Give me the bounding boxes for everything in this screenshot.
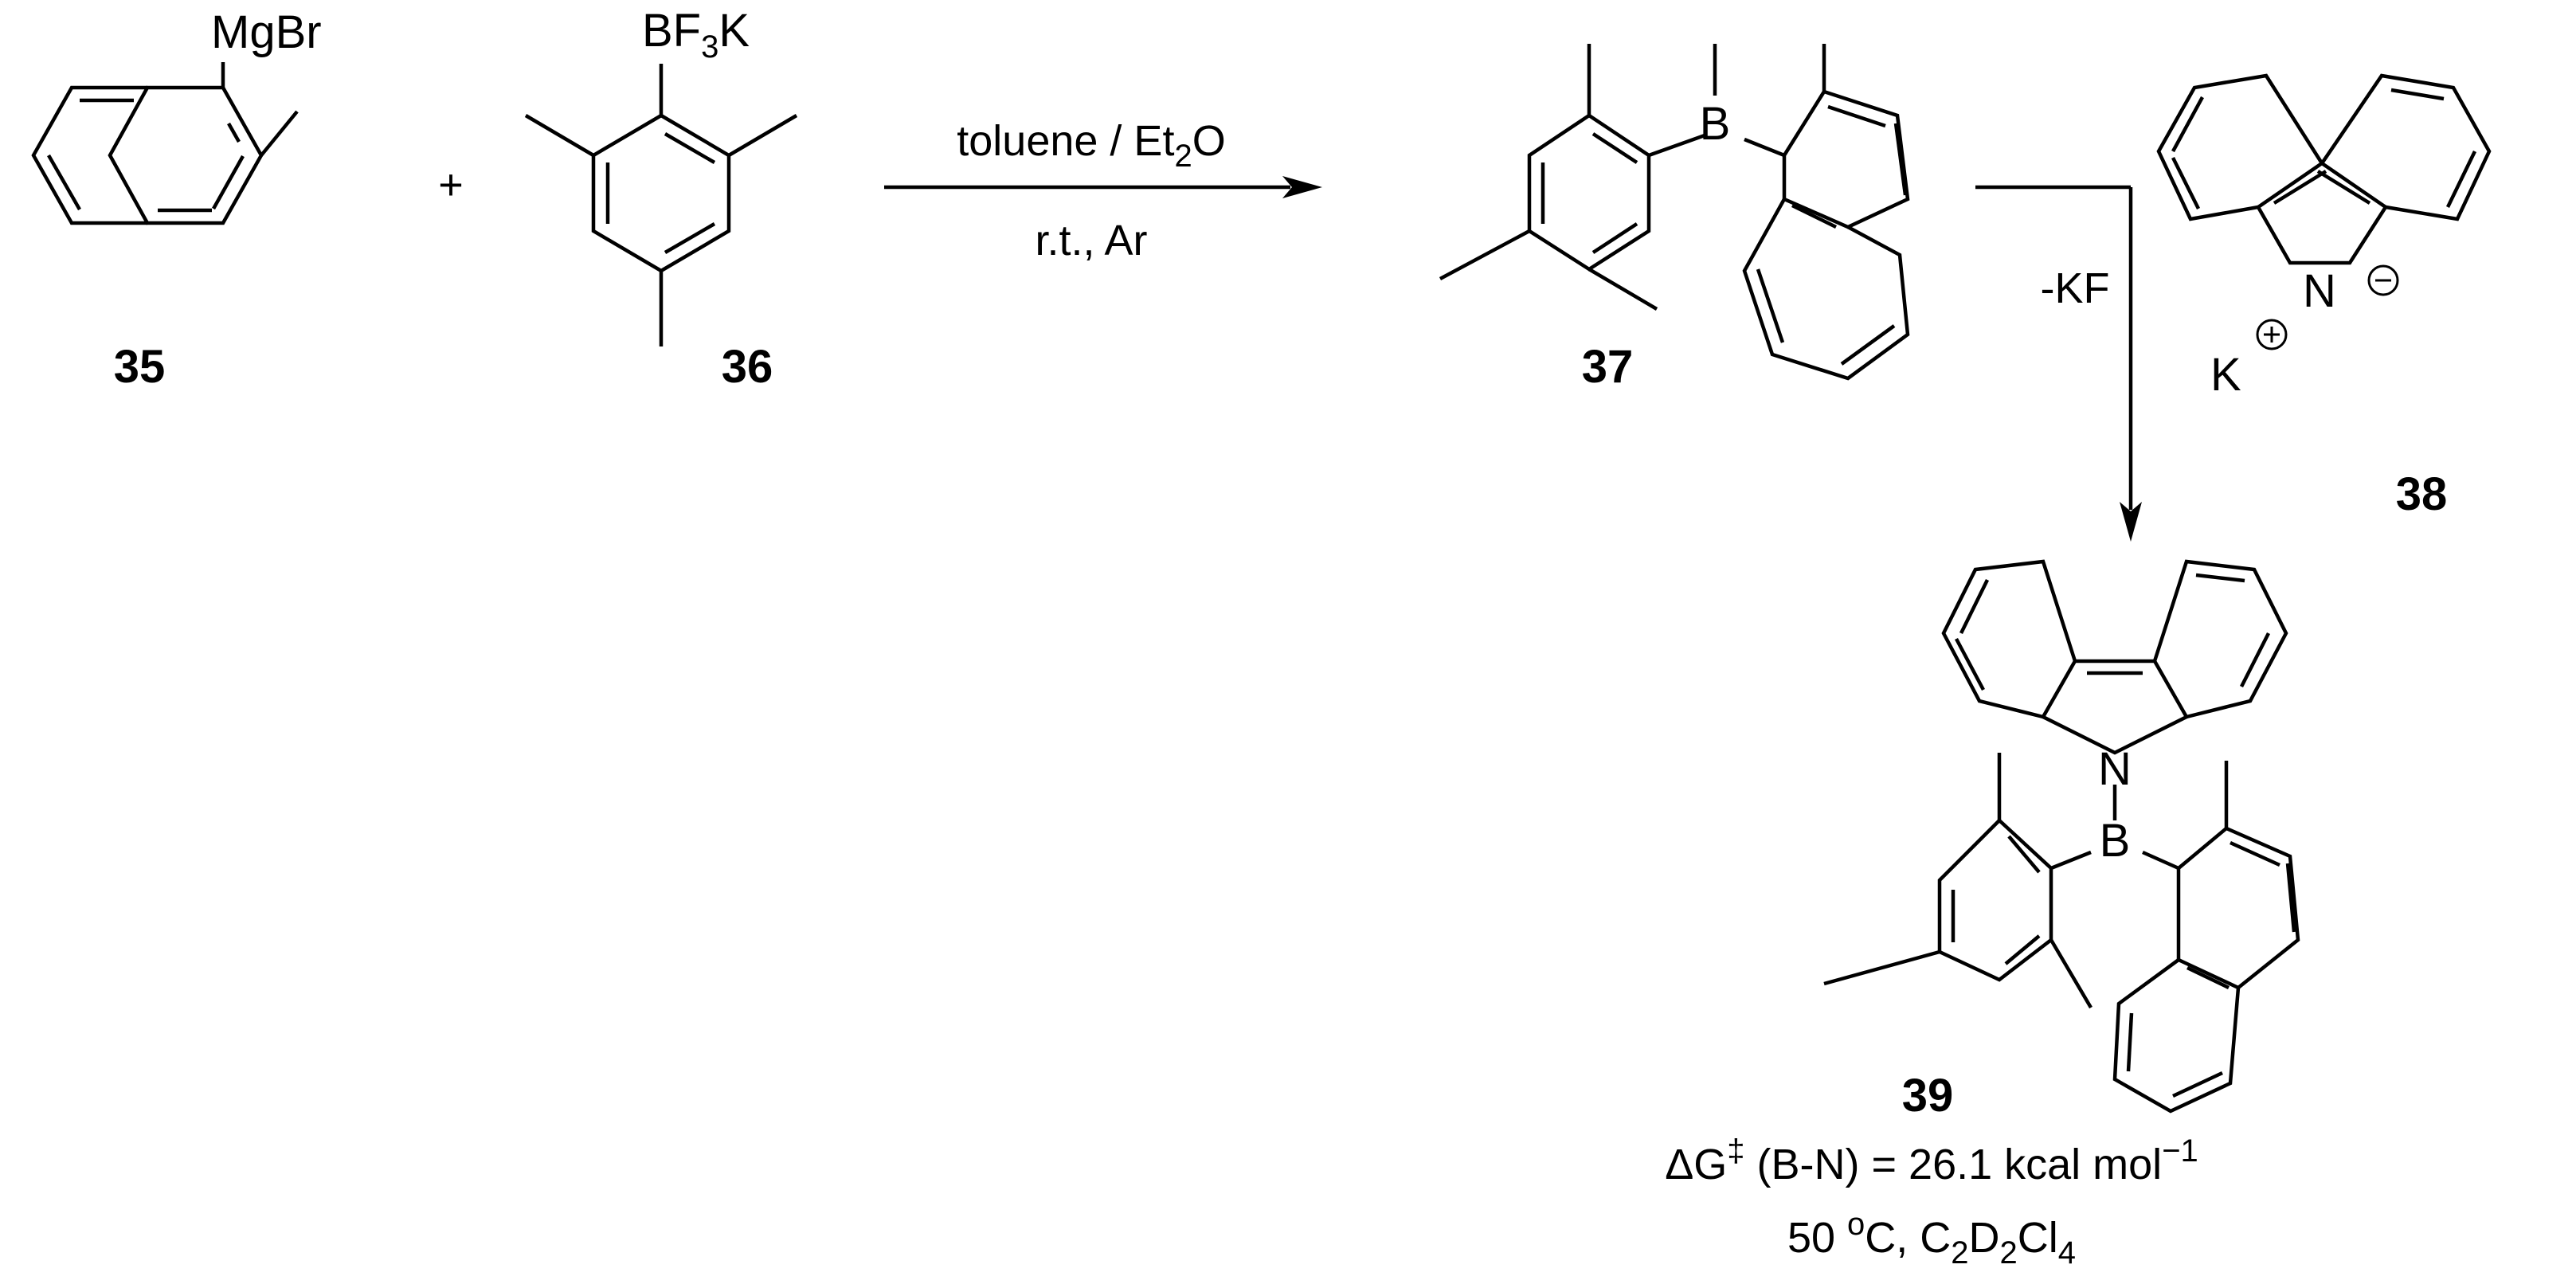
potassium-label: K xyxy=(2210,349,2241,401)
nitrogen-label-39: N xyxy=(2098,743,2132,795)
nitrogen-label-38: N xyxy=(2303,265,2336,317)
mgbr-label: MgBr xyxy=(211,6,322,58)
compound-36-number: 36 xyxy=(722,341,773,393)
measurement-conditions-label: 50 oC, C2D2Cl4 xyxy=(1787,1207,2076,1270)
compound-39-number: 39 xyxy=(1902,1070,1954,1122)
compound-37-number: 37 xyxy=(1582,341,1634,393)
rotation-barrier-label: ΔG‡ (B-N) = 26.1 kcal mol−1 xyxy=(1665,1133,2198,1188)
plus-sign: + xyxy=(438,161,464,209)
arrow-1-conditions-label: r.t., Ar xyxy=(1035,217,1147,264)
compound-35-structure: MgBr xyxy=(31,6,322,225)
bf3k-label: BF3K xyxy=(642,5,750,65)
negative-charge-icon xyxy=(2367,264,2399,296)
compound-36-structure: BF3K xyxy=(524,5,798,346)
reaction-arrow-1 xyxy=(884,176,1322,198)
compound-38-number: 38 xyxy=(2396,468,2448,520)
reaction-arrow-2 xyxy=(1975,185,2142,542)
positive-charge-icon xyxy=(2256,319,2288,350)
boron-label-37: B xyxy=(1700,98,1731,150)
compound-39-structure: N B xyxy=(1823,559,2300,1114)
boron-label-39: B xyxy=(2100,815,2131,867)
arrow-2-byproduct-label: -KF xyxy=(2041,264,2110,312)
compound-35-number: 35 xyxy=(114,341,166,393)
compound-38-structure: N K xyxy=(2156,73,2492,401)
arrow-1-solvent-label: toluene / Et2O xyxy=(957,117,1225,174)
compound-37-structure: B xyxy=(1439,44,1910,381)
